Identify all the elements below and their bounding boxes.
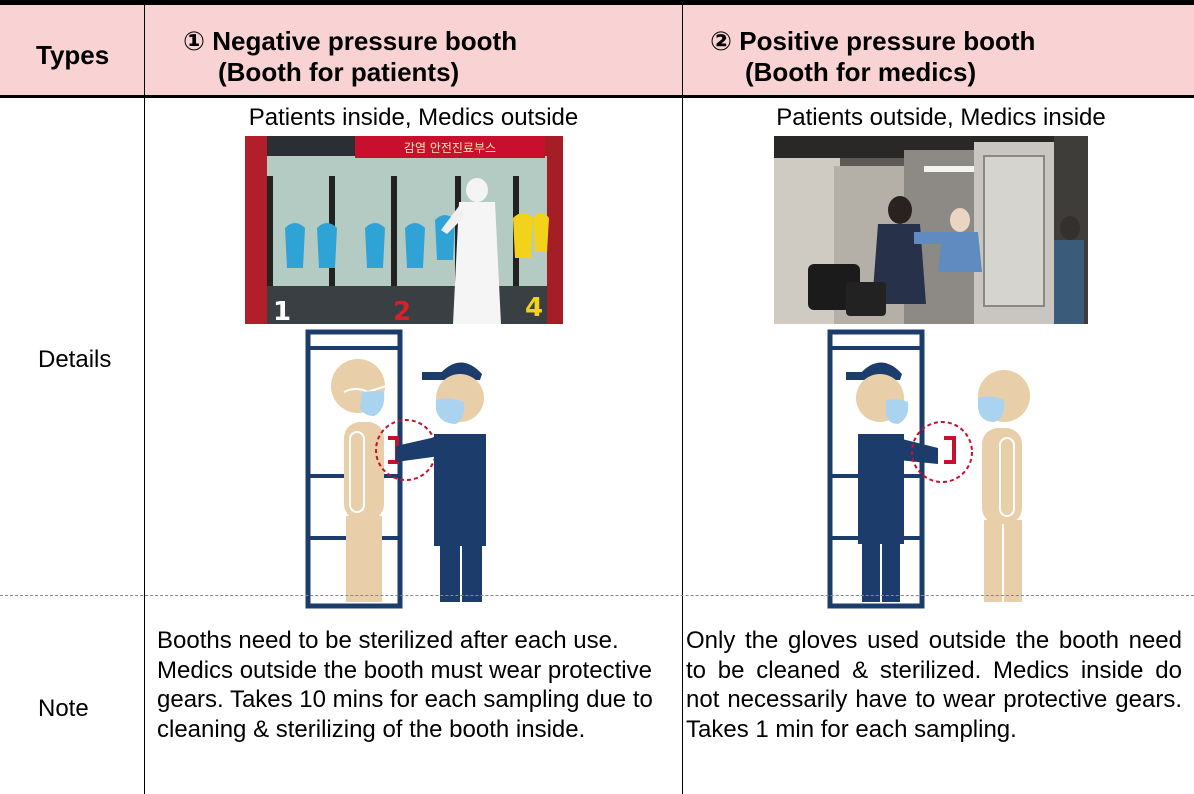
header-negative-booth-sub: (Booth for patients) — [218, 57, 460, 87]
positive-booth-note: Only the gloves used outside the booth n… — [686, 627, 1182, 743]
booth-number-2: 2 — [393, 297, 411, 324]
table-header — [0, 0, 1194, 98]
negative-booth-note: Booths need to be sterilized after each … — [157, 627, 653, 743]
negative-booth-diagram — [305, 329, 486, 609]
booth-number-1: 1 — [273, 297, 291, 324]
positive-booth-diagram — [827, 329, 1030, 609]
header-positive-booth-sub: (Booth for medics) — [745, 57, 977, 87]
header-positive-booth: ② Positive pressure booth — [710, 26, 1036, 56]
negative-booth-caption: Patients inside, Medics outside — [248, 104, 579, 131]
positive-booth-photo — [774, 136, 1088, 324]
booth-sign-text: 감염 안전진료부스 — [404, 141, 496, 155]
header-negative-booth: ① Negative pressure booth — [183, 26, 518, 56]
negative-booth-photo-graphic: 감염 안전진료부스 1 2 4 — [245, 136, 563, 324]
booth-number-4: 4 — [525, 293, 543, 323]
row-label-details: Details — [38, 346, 112, 373]
row-label-note: Note — [38, 695, 89, 722]
positive-booth-illustration — [822, 328, 1054, 610]
negative-booth-photo: 감염 안전진료부스 1 2 4 — [245, 136, 563, 324]
column-divider — [144, 5, 145, 794]
positive-booth-caption: Patients outside, Medics inside — [776, 104, 1106, 131]
header-types: Types — [36, 40, 110, 70]
negative-booth-illustration — [300, 328, 532, 610]
column-divider — [682, 5, 683, 794]
positive-booth-photo-graphic — [774, 136, 1088, 324]
row-divider — [0, 595, 1194, 596]
